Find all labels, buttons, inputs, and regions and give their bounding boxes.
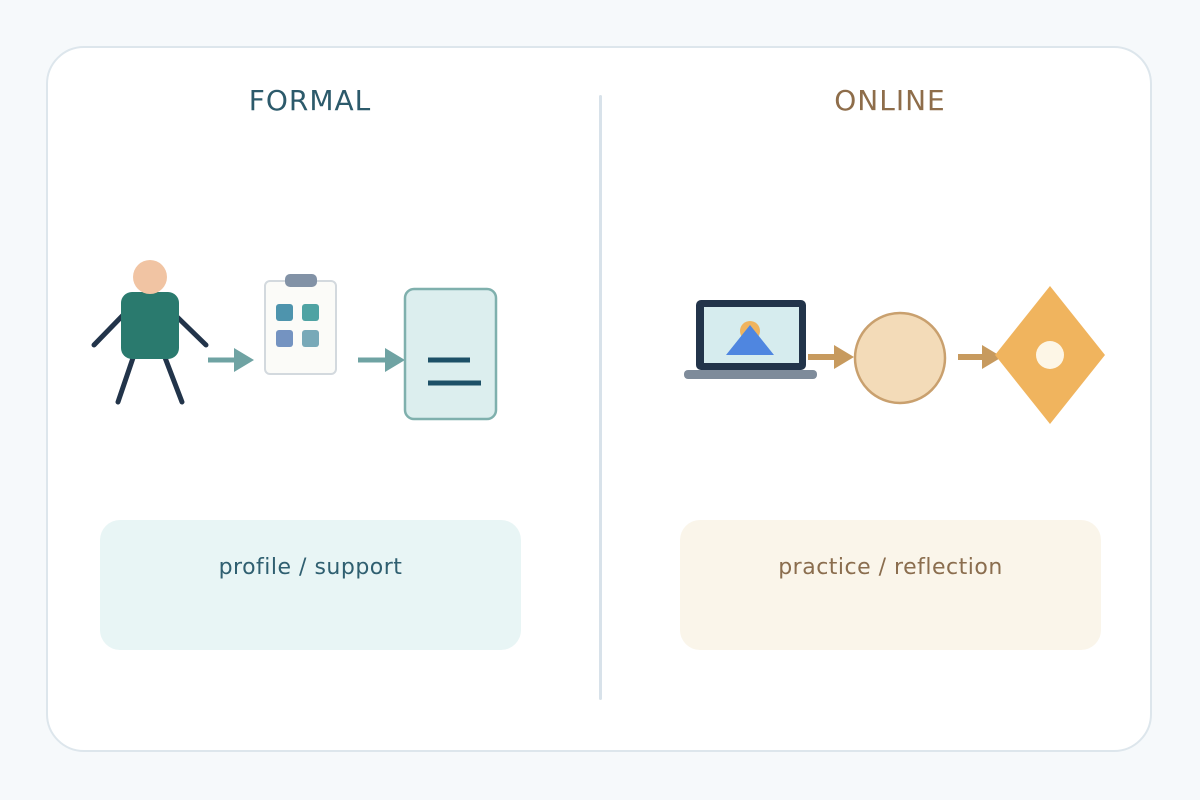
- diamond-node-icon: [995, 286, 1105, 424]
- document-icon: [403, 287, 498, 421]
- arrow-right-icon: [208, 348, 254, 372]
- arrow-right-icon: [808, 345, 854, 369]
- arrow-right-icon: [358, 348, 405, 372]
- circle-node-icon: [853, 311, 947, 405]
- laptop-icon: [684, 300, 817, 379]
- online-caption: practice / reflection: [778, 555, 1003, 580]
- clipboard-icon: [264, 274, 337, 375]
- online-caption-box: practice / reflection: [680, 520, 1101, 650]
- formal-heading: FORMAL: [248, 84, 372, 117]
- arrow-right-icon: [958, 345, 1002, 369]
- formal-caption-box: profile / support: [100, 520, 521, 650]
- online-heading: ONLINE: [834, 84, 946, 117]
- person-icon: [91, 260, 209, 405]
- formal-caption: profile / support: [218, 555, 403, 580]
- panel-divider: [599, 95, 602, 700]
